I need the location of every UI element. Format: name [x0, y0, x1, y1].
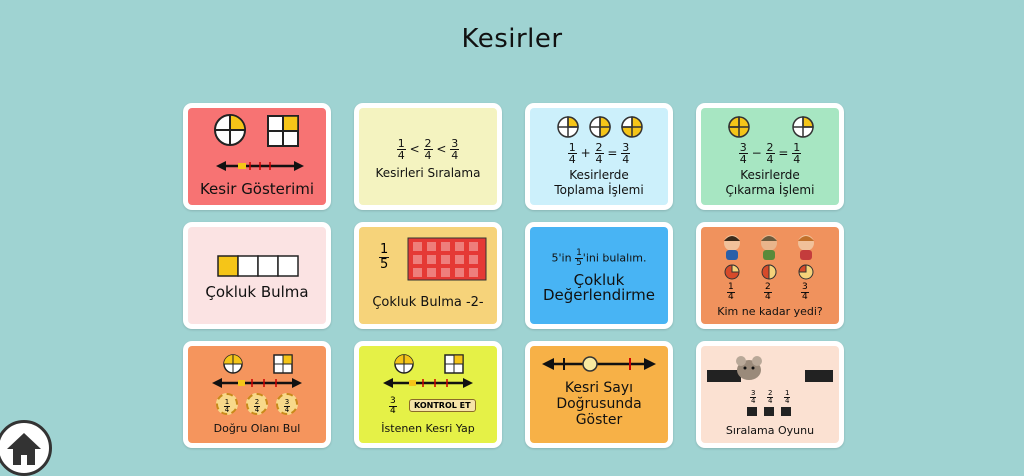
card-kesir-gosterimi[interactable]: Kesir Gösterimi — [183, 103, 331, 210]
card-label: Kim ne kadar yedi? — [717, 305, 823, 318]
number-line-slider-icon — [542, 356, 656, 372]
number-line-icon — [383, 354, 473, 388]
mouse-game-icon — [707, 356, 833, 382]
card-kesri-sayi-dogrusunda[interactable]: Kesri Sayı Doğrusunda Göster — [525, 341, 673, 448]
card-label: İstenen Kesri Yap — [381, 422, 475, 435]
card-label: Kesri Sayı Doğrusunda Göster — [556, 380, 642, 428]
bar-blocks-icon — [217, 255, 299, 277]
card-label: Sıralama Oyunu — [725, 424, 815, 437]
card-cokluk-bulma[interactable]: Çokluk Bulma — [183, 222, 331, 329]
card-label: Çokluk Bulma -2- — [372, 295, 484, 310]
home-button[interactable] — [0, 420, 52, 476]
card-kesri-sayi-dogrusunda-panel: Kesri Sayı Doğrusunda Göster — [530, 346, 668, 443]
dot-grid-icon — [407, 237, 487, 281]
card-label: Kesir Gösterimi — [199, 180, 315, 198]
number-line-icon — [212, 354, 302, 388]
kontrol-et-button: KONTROL ET — [409, 399, 476, 412]
fraction-circle-square-icon — [214, 114, 304, 171]
card-label: Kesirleri Sıralama — [375, 166, 481, 180]
children-pizza-icon — [724, 235, 814, 280]
page-title: Kesirler — [461, 24, 563, 54]
card-cokluk-bulma-panel: Çokluk Bulma — [188, 227, 326, 324]
home-icon — [7, 433, 41, 465]
card-label: Kesirlerde Toplama İşlemi — [554, 168, 644, 197]
card-label: Kesirlerde Çıkarma İşlemi — [725, 168, 815, 197]
fraction-circles-icon — [728, 116, 814, 138]
fraction-circles-icon — [557, 116, 643, 138]
card-label: Çokluk Bulma — [205, 283, 309, 301]
card-kesir-gosterimi-panel: Kesir Gösterimi — [188, 108, 326, 205]
card-label: Çokluk Değerlendirme — [542, 271, 656, 304]
card-label: Doğru Olanı Bul — [213, 422, 301, 435]
